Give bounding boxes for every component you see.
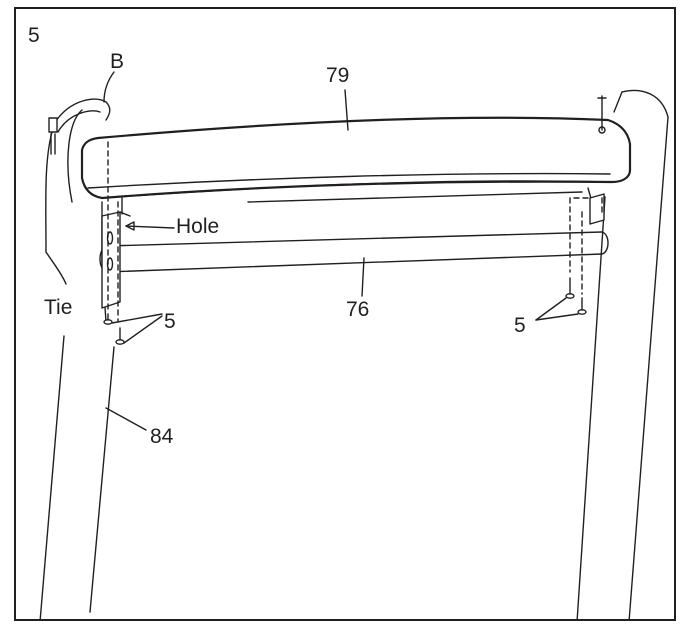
screw-label-left: 5 — [164, 310, 176, 333]
diagram-frame: 5 B 79 Hole Tie 5 76 5 84 — [14, 7, 676, 621]
lower-bar-76 — [99, 231, 609, 273]
left-bracket — [101, 211, 131, 309]
screw-right-2 — [577, 297, 587, 315]
cable-label: B — [110, 50, 124, 73]
hole-label: Hole — [176, 215, 219, 238]
right-bracket — [589, 193, 605, 225]
step-number: 5 — [28, 24, 40, 47]
tie-leader — [45, 251, 67, 285]
left-upright — [39, 335, 115, 619]
crossbar-label: 79 — [326, 64, 349, 87]
tie-label: Tie — [44, 296, 72, 319]
screw-right-1 — [565, 277, 575, 299]
screw-left-2 — [115, 327, 125, 345]
assembly-diagram: 5 B 79 Hole Tie 5 76 5 84 — [28, 24, 669, 619]
leader-lines — [103, 71, 579, 431]
crossbar-79 — [80, 95, 632, 200]
upright-label: 84 — [150, 425, 174, 448]
screw-label-right: 5 — [514, 314, 526, 337]
right-upright — [576, 89, 669, 619]
screw-left-1 — [103, 313, 113, 325]
cable-b — [45, 98, 111, 253]
alignment-lines — [107, 141, 603, 323]
lower-bar-label: 76 — [346, 298, 369, 321]
